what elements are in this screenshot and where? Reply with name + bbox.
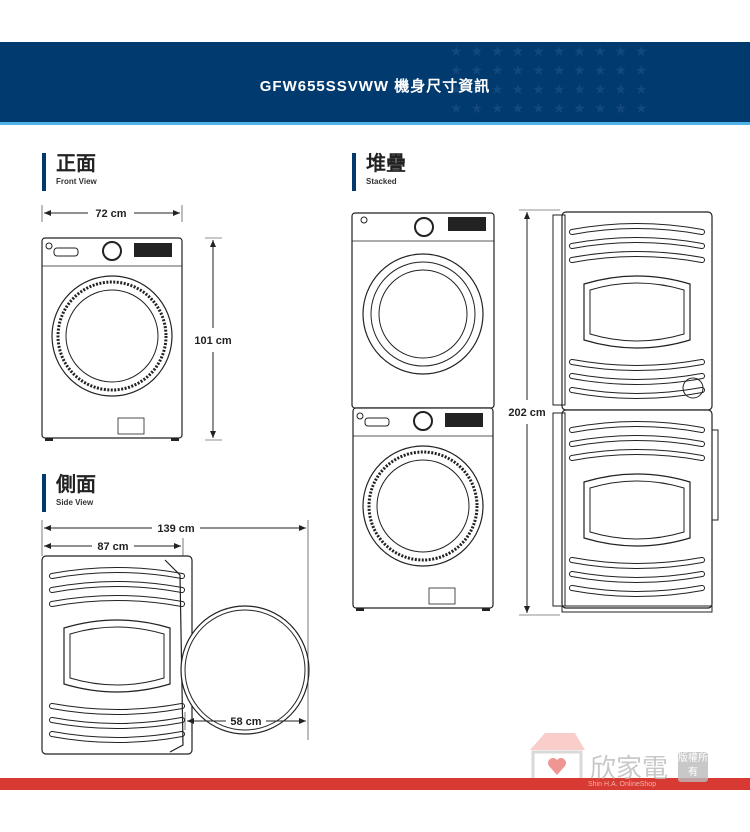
section-subtitle: Side View [56,498,94,507]
side-total-depth-label: 139 cm [157,523,195,535]
footer-bar [0,778,750,790]
watermark-subtitle: Shin H.A. OnlineShop [588,781,657,788]
section-stacked: 堆疊 Stacked [352,153,406,191]
front-view-washer [40,236,184,443]
watermark-badge: 版權所有 [678,752,708,782]
page-title: GFW655SSVWW 機身尺寸資訊 [259,78,491,95]
header-banner: ★★★★★★★★★★★★★★★★★★★★★★★★★★★★★★★★★★★★★★★★… [0,42,750,125]
accent-stripe [0,122,750,125]
section-side: 側面 Side View [42,474,96,512]
front-width-label: 72 cm [95,208,126,220]
watermark-brand: 欣家電 [590,753,669,783]
front-height-label: 101 cm [194,335,232,347]
stacked-height-label: 202 cm [508,407,546,419]
shop-logo-icon [530,733,585,784]
section-title: 正面 [56,153,96,175]
side-view-washer [42,556,310,754]
section-title: 堆疊 [366,153,406,175]
stacked-washer [351,406,495,613]
stacked-dryer [351,212,495,409]
stacked-side-view [552,212,719,613]
section-subtitle: Stacked [366,177,397,186]
section-title: 側面 [56,474,96,496]
section-front: 正面 Front View [42,153,97,191]
star-pattern: ★★★★★★★★★★★★★★★★★★★★★★★★★★★★★★★★★★★★★★★★ [450,43,656,116]
side-depth-label: 87 cm [97,541,128,553]
door-diameter-label: 58 cm [230,716,261,728]
section-subtitle: Front View [56,177,97,186]
